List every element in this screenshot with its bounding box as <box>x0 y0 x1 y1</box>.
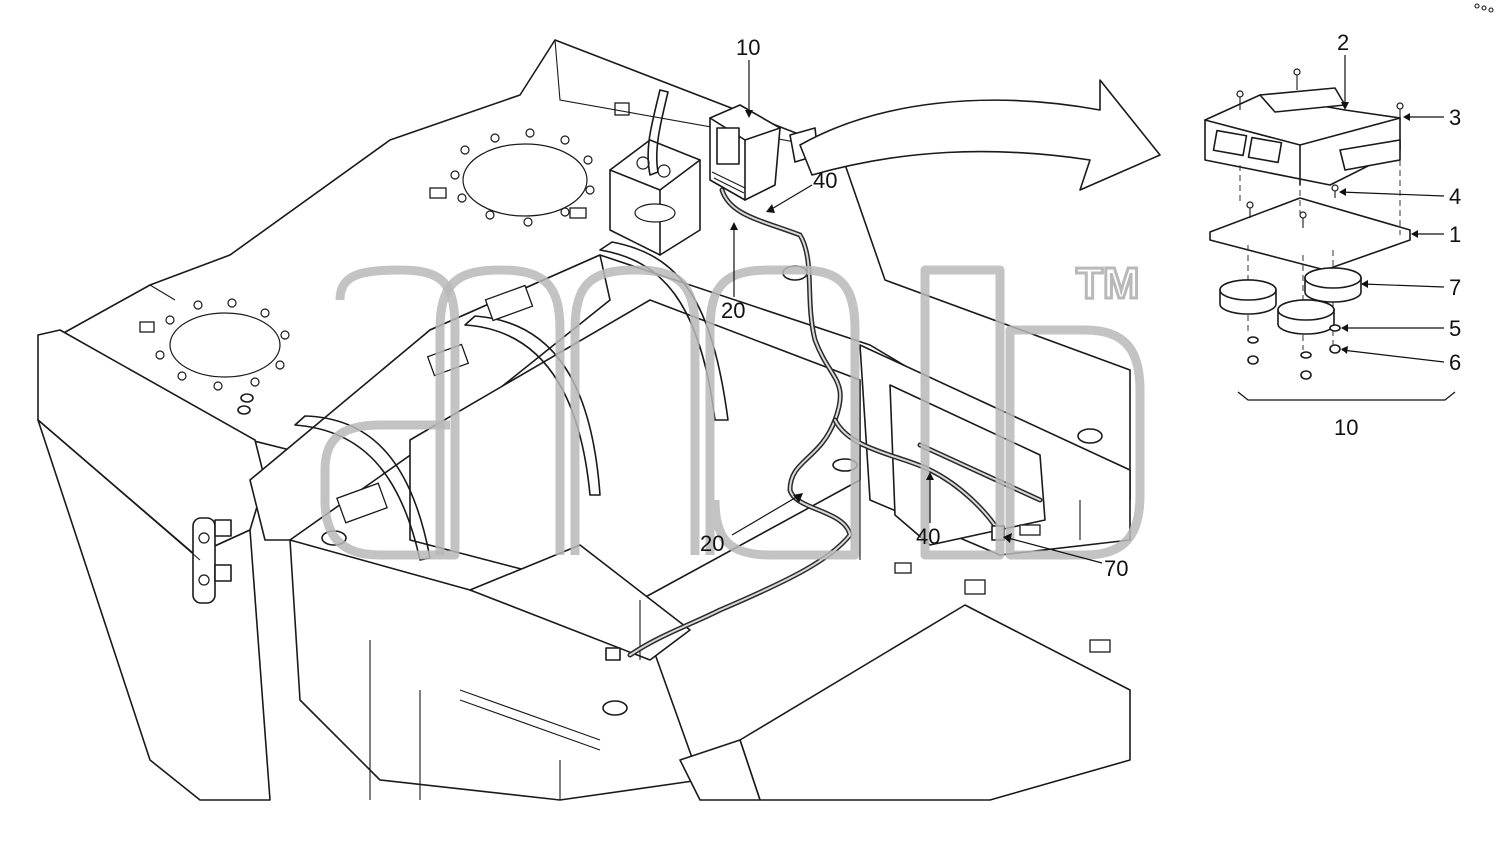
callout-10-detail: 10 <box>1334 415 1358 440</box>
callout-5: 5 <box>1449 316 1461 341</box>
right-lower-plate <box>739 604 1131 801</box>
callouts-detail: 2 3 4 1 7 5 6 10 <box>1334 30 1461 440</box>
harness-connector-front <box>605 647 621 661</box>
corner-mark <box>1474 3 1494 13</box>
chassis-frame <box>37 39 1131 801</box>
callout-6: 6 <box>1449 350 1461 375</box>
rubber-mounts <box>1219 267 1362 335</box>
callout-20-lower: 20 <box>700 531 724 556</box>
center-box-top <box>469 544 691 661</box>
side-pin-bracket <box>192 517 232 604</box>
mounting-plate <box>1209 197 1411 271</box>
watermark-tm: TM <box>1076 259 1140 308</box>
watermark: TM <box>320 258 1145 560</box>
callout-40-upper: 40 <box>813 168 837 193</box>
right-lower-wall <box>679 739 761 801</box>
ecu-detail <box>1204 68 1456 401</box>
callout-7: 7 <box>1449 275 1461 300</box>
callout-3: 3 <box>1449 105 1461 130</box>
callout-40-lower: 40 <box>916 524 940 549</box>
lower-mount-bore <box>169 312 281 378</box>
bolt-holes-upper <box>450 128 595 227</box>
strap-2 <box>464 315 601 496</box>
callout-20-upper: 20 <box>721 298 745 323</box>
screws <box>1236 68 1404 228</box>
washers-nuts <box>1247 324 1341 380</box>
callout-2: 2 <box>1337 30 1349 55</box>
callout-1: 1 <box>1449 222 1461 247</box>
strap-4 <box>647 89 669 176</box>
assembly-bracket <box>1237 391 1456 401</box>
detail-arrow <box>799 79 1161 191</box>
callout-70: 70 <box>1104 556 1128 581</box>
bolt-holes-lower <box>155 298 290 391</box>
callouts-main: 10 40 20 20 40 70 <box>700 35 1128 581</box>
callout-4: 4 <box>1449 184 1461 209</box>
callout-10-main: 10 <box>736 35 760 60</box>
upper-mount-bore <box>462 143 588 217</box>
support-bracket <box>609 139 701 256</box>
